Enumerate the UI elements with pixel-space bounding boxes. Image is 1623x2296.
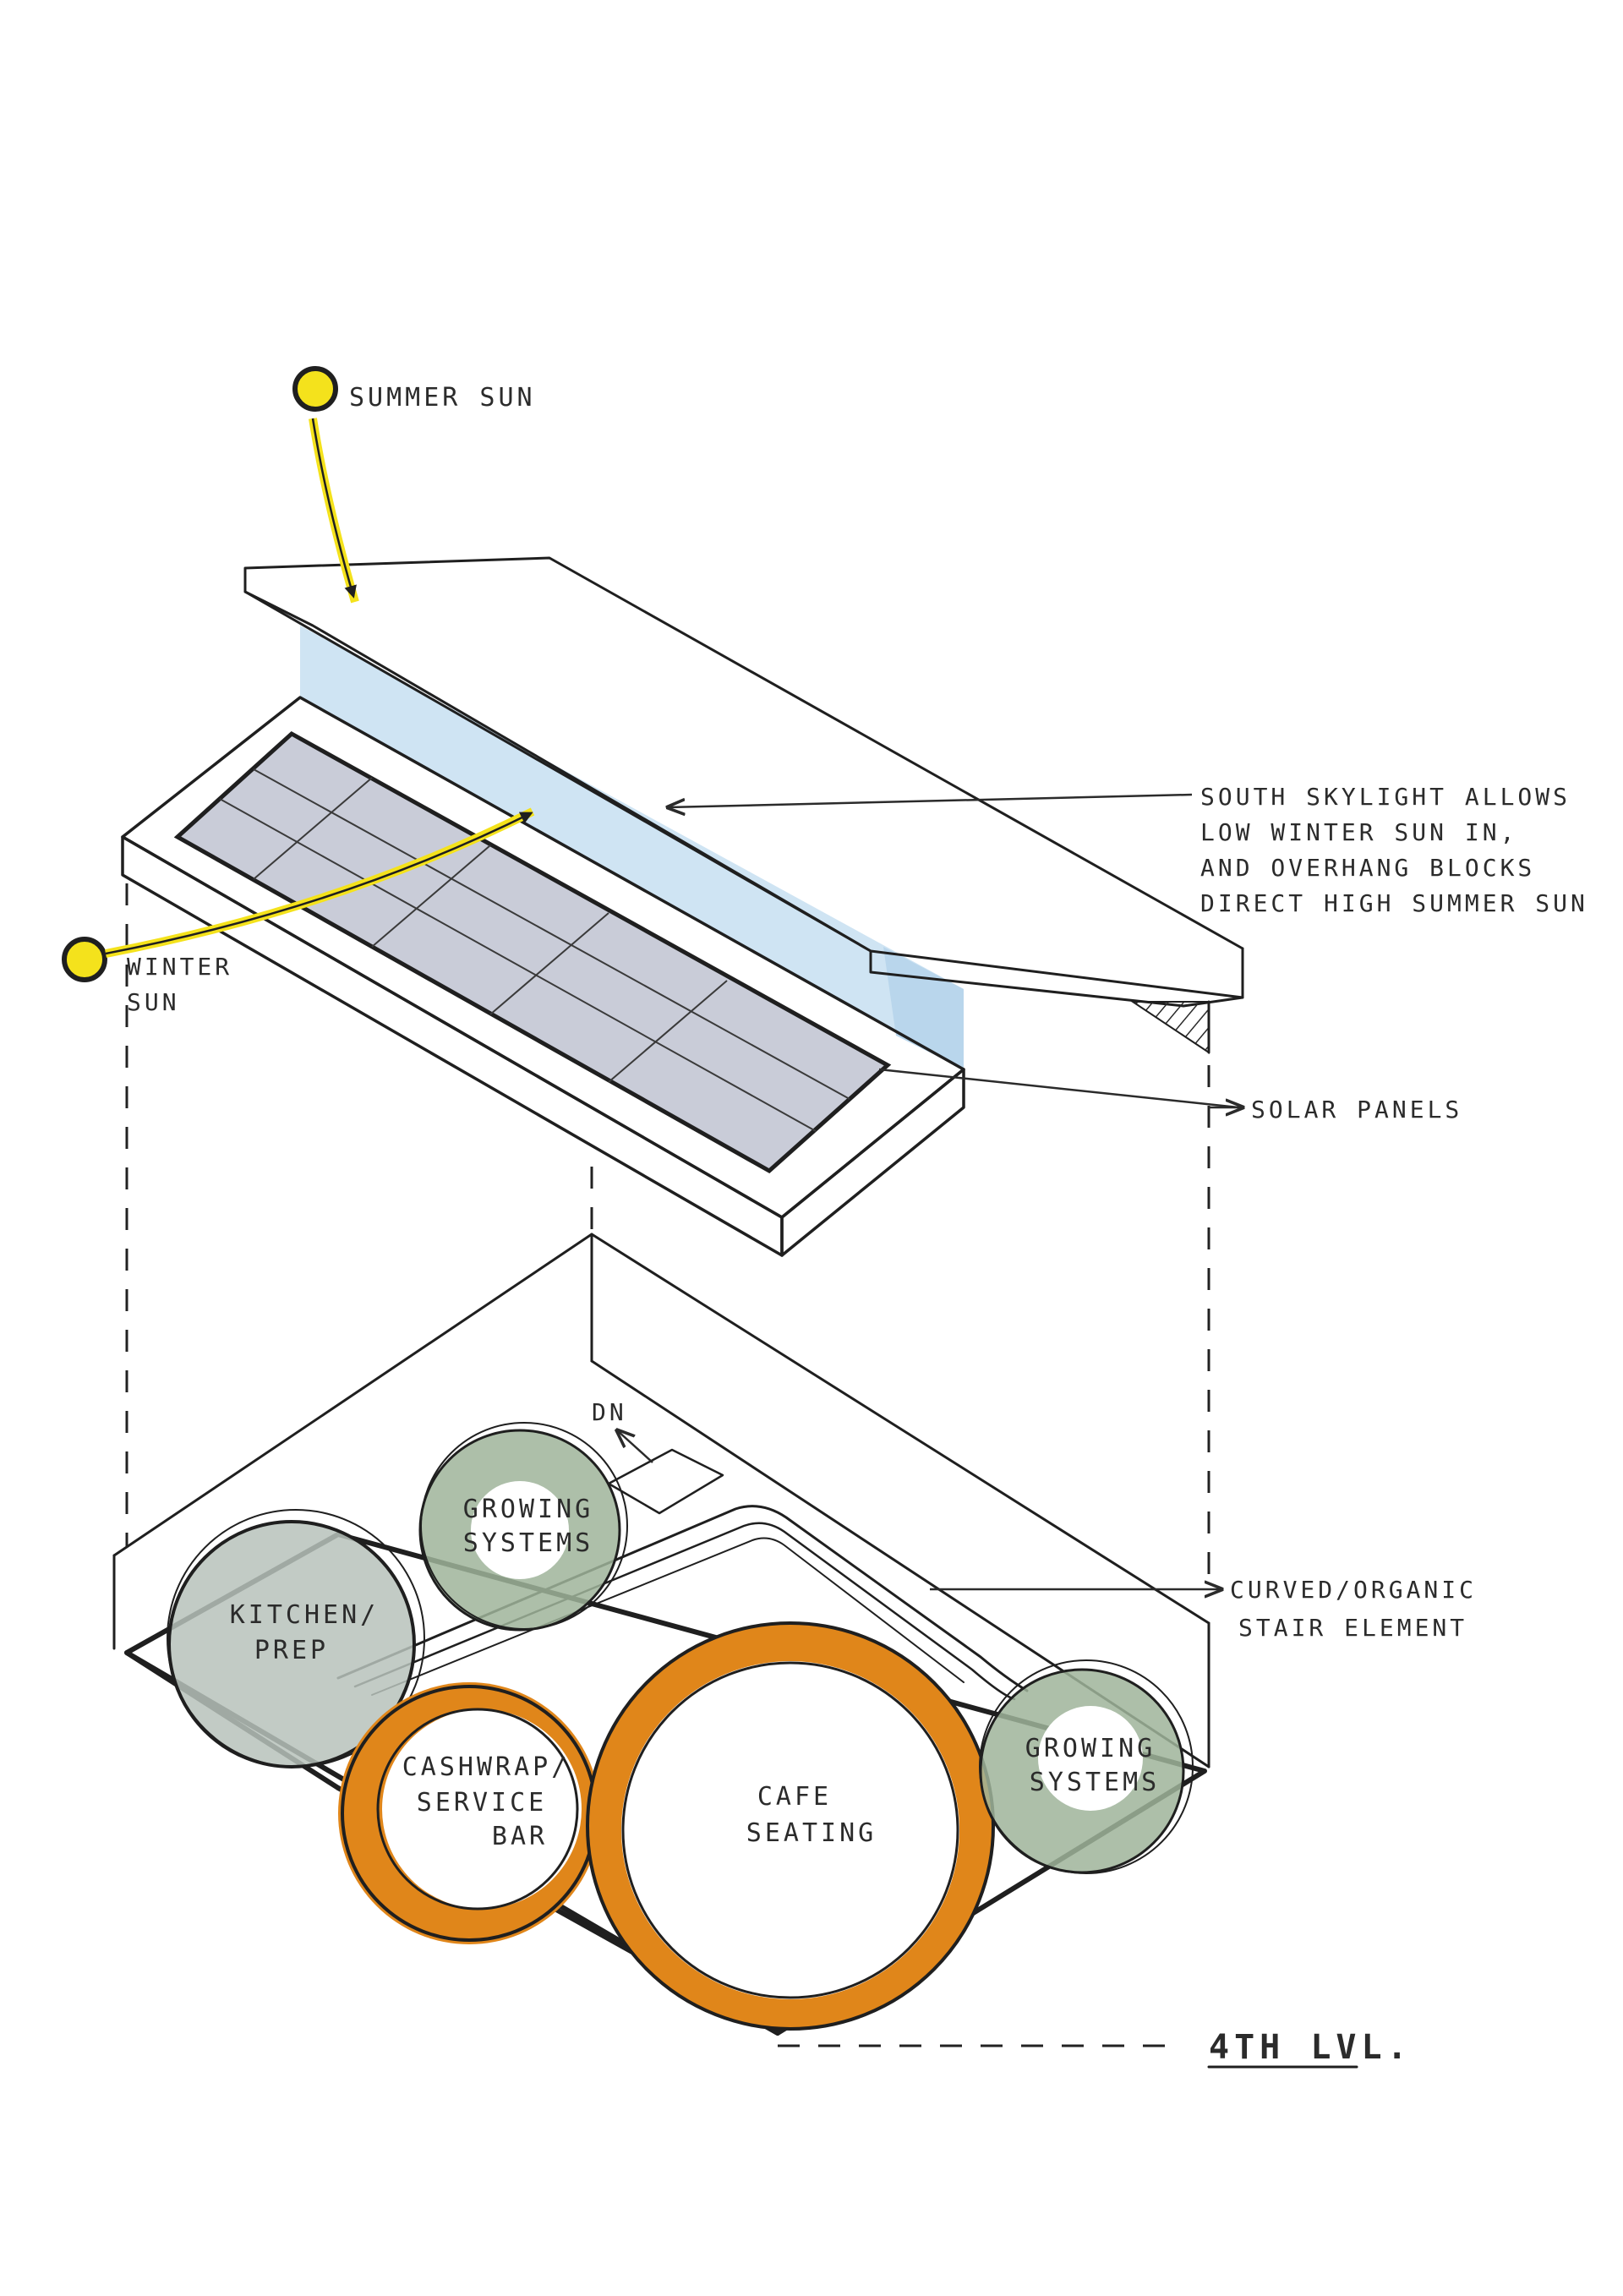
- winter-sun-label-2: SUN: [127, 988, 180, 1016]
- skylight-note-2: LOW WINTER SUN IN,: [1200, 818, 1517, 846]
- winter-sun-label-1: WINTER: [127, 953, 232, 981]
- program-bubbles: KITCHEN/ PREP GROWING SYSTEMS CASHWRAP/ …: [167, 1422, 1194, 2031]
- cafe-label-2: SEATING: [746, 1818, 877, 1848]
- annotations: SUMMER SUN WINTER SUN SOUTH SKYLIGHT ALL…: [127, 383, 1588, 2069]
- stair-label-1: CURVED/ORGANIC: [1230, 1576, 1477, 1604]
- bubble-kitchen-prep: KITCHEN/ PREP: [167, 1509, 425, 1768]
- solar-panel-grid: [219, 768, 850, 1132]
- skylight-note-1: SOUTH SKYLIGHT ALLOWS: [1200, 783, 1571, 811]
- skylight-note-4: DIRECT HIGH SUMMER SUN: [1200, 889, 1588, 917]
- sun-rays: [62, 366, 535, 982]
- down-stair: [607, 1448, 724, 1515]
- bubble-cafe-seating: CAFE SEATING: [586, 1621, 995, 2031]
- dn-label: DN: [592, 1398, 627, 1426]
- growing-right-label-1: GROWING: [1025, 1734, 1156, 1763]
- cashwrap-label-1: CASHWRAP/: [402, 1752, 571, 1782]
- curved-stair: [336, 1505, 1029, 1692]
- cashwrap-label-3: BAR: [492, 1822, 548, 1851]
- sun-icon: [62, 937, 107, 982]
- summer-sun-label: SUMMER SUN: [349, 383, 536, 413]
- cashwrap-label-2: SERVICE: [417, 1788, 547, 1818]
- skylight-glazing: [300, 626, 964, 1069]
- solar-panels-label: SOLAR PANELS: [1251, 1096, 1462, 1123]
- solar-tray-side: [780, 1068, 965, 1257]
- growing-right-label-2: SYSTEMS: [1030, 1768, 1160, 1797]
- arrow-icon: [309, 418, 359, 604]
- sun-icon: [292, 366, 338, 412]
- kitchen-label-1: KITCHEN/: [230, 1600, 380, 1630]
- growing-top-label-1: GROWING: [463, 1495, 593, 1524]
- level-title: 4TH LVL.: [1209, 2028, 1413, 2067]
- cafe-label-1: CAFE: [757, 1782, 832, 1812]
- skylight-note-3: AND OVERHANG BLOCKS: [1200, 854, 1535, 882]
- alignment-dashes: [125, 883, 1210, 2047]
- bubble-growing-right: GROWING SYSTEMS: [979, 1659, 1194, 1874]
- roof-module: [121, 556, 1244, 1257]
- overhang-edge-shade: [1129, 1001, 1210, 1054]
- growing-top-label-2: SYSTEMS: [463, 1528, 593, 1558]
- bubble-cashwrap: CASHWRAP/ SERVICE BAR: [338, 1682, 600, 1944]
- kitchen-label-2: PREP: [254, 1636, 329, 1665]
- bubble-growing-top: GROWING SYSTEMS: [418, 1422, 628, 1632]
- skylight-glazing-side: [883, 947, 964, 1069]
- stair-label-2: STAIR ELEMENT: [1238, 1614, 1467, 1642]
- solar-panel: [173, 730, 892, 1174]
